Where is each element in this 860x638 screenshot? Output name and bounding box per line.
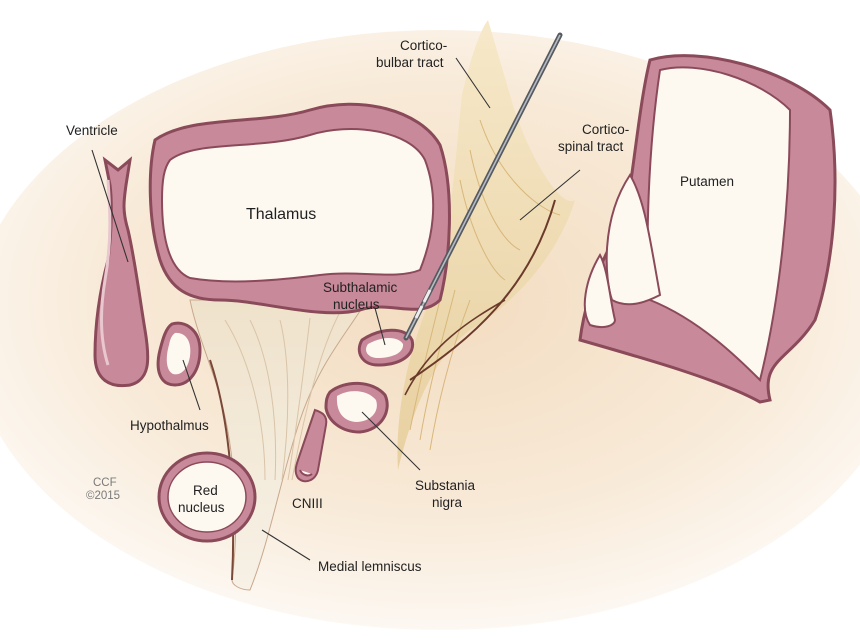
- label-subthalamic-line1: Subthalamic: [323, 280, 398, 295]
- label-red-nucleus-line1: Red: [193, 483, 218, 498]
- label-putamen: Putamen: [680, 174, 734, 189]
- label-corticobulbar-line1: Cortico-: [400, 38, 447, 53]
- label-subthalamic-line2: nucleus: [333, 297, 380, 312]
- label-red-nucleus-line2: nucleus: [178, 500, 225, 515]
- label-substania-nigra-line1: Substania: [415, 478, 476, 493]
- substania-nigra: [326, 383, 387, 432]
- label-medial-lemniscus: Medial lemniscus: [318, 559, 422, 574]
- credit-line1: CCF: [93, 477, 117, 489]
- label-substania-nigra-line2: nigra: [432, 495, 463, 510]
- label-ventricle: Ventricle: [66, 123, 118, 138]
- credit-line2: ©2015: [86, 490, 120, 502]
- label-corticobulbar-line2: bulbar tract: [376, 55, 444, 70]
- label-hypothalmus: Hypothalmus: [130, 418, 209, 433]
- label-thalamus: Thalamus: [246, 206, 316, 223]
- hypothalamus: [158, 323, 200, 385]
- label-cniii: CNIII: [292, 496, 323, 511]
- label-corticospinal-line2: spinal tract: [558, 139, 624, 154]
- label-corticospinal-line1: Cortico-: [582, 122, 629, 137]
